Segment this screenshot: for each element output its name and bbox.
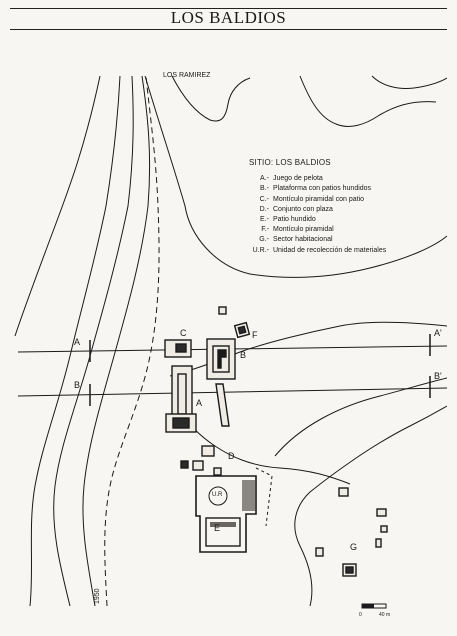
feature-label-e: E	[214, 523, 221, 533]
scale-start-label: 0	[359, 612, 362, 618]
legend-item: C.- Montículo piramidal con patio	[249, 195, 386, 205]
map-drawing	[14, 75, 447, 609]
structure-a-wall	[215, 383, 230, 427]
feature-label-b: B	[240, 350, 247, 360]
structure-c-top	[175, 343, 187, 353]
feature-label-f: F	[252, 330, 258, 340]
legend-key: A.-	[260, 175, 269, 183]
contour-elevation-label: 1950	[94, 588, 101, 604]
house-mound	[380, 525, 388, 533]
legend-key: U.R.-	[252, 246, 269, 254]
structure-f-top	[237, 325, 247, 335]
scale-bar	[361, 603, 387, 609]
structure-d-hatch	[242, 480, 255, 511]
structure-d-side	[213, 467, 222, 476]
feature-label-d: D	[228, 451, 235, 461]
house-mound	[338, 487, 349, 497]
feature-label-g: G	[350, 542, 358, 552]
place-name: LOS RAMIREZ	[163, 72, 211, 79]
legend-key: E.-	[260, 216, 269, 224]
legend-item: B.- Plataforma con patios hundidos	[249, 184, 386, 194]
structure-e-hatch	[210, 522, 236, 527]
legend-item: F.- Montículo piramidal	[249, 225, 386, 235]
feature-label-a: A	[196, 398, 203, 408]
legend-item: A.- Juego de pelota	[249, 174, 386, 184]
contour-line	[14, 75, 101, 337]
structure-a-inner	[177, 373, 187, 415]
structure-ur	[208, 486, 228, 506]
structure-d-plaza	[195, 475, 257, 553]
house-mound	[375, 538, 382, 548]
legend-text: Sector habitacional	[273, 236, 333, 244]
legend-text: Juego de pelota	[273, 175, 323, 183]
title-rule-top	[10, 8, 447, 9]
legend-text: Montículo piramidal con patio	[273, 195, 365, 203]
legend-key: C.-	[259, 195, 269, 203]
contour-line	[274, 377, 447, 457]
legend-key: F.-	[261, 226, 269, 234]
legend-text: Montículo piramidal	[273, 226, 334, 234]
contour-line	[82, 75, 151, 607]
section-label-a-prime: A'	[434, 328, 442, 338]
house-mound	[315, 547, 324, 557]
map-frame: LOS BALDIOS	[10, 6, 447, 630]
section-label-b-prime: B'	[434, 371, 442, 381]
title-rule-bottom	[10, 29, 447, 30]
feature-label-ur: U.R	[212, 492, 223, 498]
structure-b-pit	[217, 349, 227, 369]
contour-line	[53, 75, 134, 607]
map-title: LOS BALDIOS	[170, 8, 287, 27]
contour-line	[29, 75, 121, 607]
title-bar: LOS BALDIOS	[10, 6, 447, 32]
structure-d-mound	[201, 445, 215, 457]
structure-d-side	[180, 460, 189, 469]
scale-end-label: 40 m	[379, 612, 391, 618]
contour-line	[371, 75, 447, 89]
legend-key: G.-	[259, 236, 269, 244]
legend-text: Unidad de recolección de materiales	[273, 246, 387, 254]
legend-item: D.- Conjunto con plaza	[249, 205, 386, 215]
legend-text: Conjunto con plaza	[273, 205, 333, 213]
legend: SITIO: LOS BALDIOS A.- Juego de pelota B.…	[249, 158, 386, 256]
structure-small	[218, 306, 227, 315]
legend-item: E.- Patio hundido	[249, 215, 386, 225]
section-label-b: B	[74, 380, 81, 390]
contour-line	[171, 75, 251, 122]
legend-item: U.R.- Unidad de recolección de materiales	[249, 246, 387, 256]
legend-heading: SITIO: LOS BALDIOS	[249, 158, 331, 167]
structure-d-side	[192, 460, 204, 471]
legend-text: Plataforma con patios hundidos	[273, 185, 372, 193]
legend-text: Patio hundido	[273, 216, 316, 224]
contour-line	[299, 75, 437, 127]
feature-label-c: C	[180, 328, 187, 338]
trail-dashed	[104, 75, 160, 607]
contour-line	[294, 405, 447, 607]
legend-key: B.-	[260, 185, 269, 193]
house-mound-top	[345, 566, 354, 574]
legend-item: G.- Sector habitacional	[249, 235, 386, 245]
structure-a-end-inner	[172, 417, 190, 429]
contour-line	[144, 75, 447, 278]
structure-e	[205, 517, 241, 547]
boundary-dashed	[255, 467, 273, 527]
legend-key: D.-	[259, 205, 269, 213]
section-label-a: A	[74, 337, 81, 347]
house-mound	[376, 508, 387, 517]
